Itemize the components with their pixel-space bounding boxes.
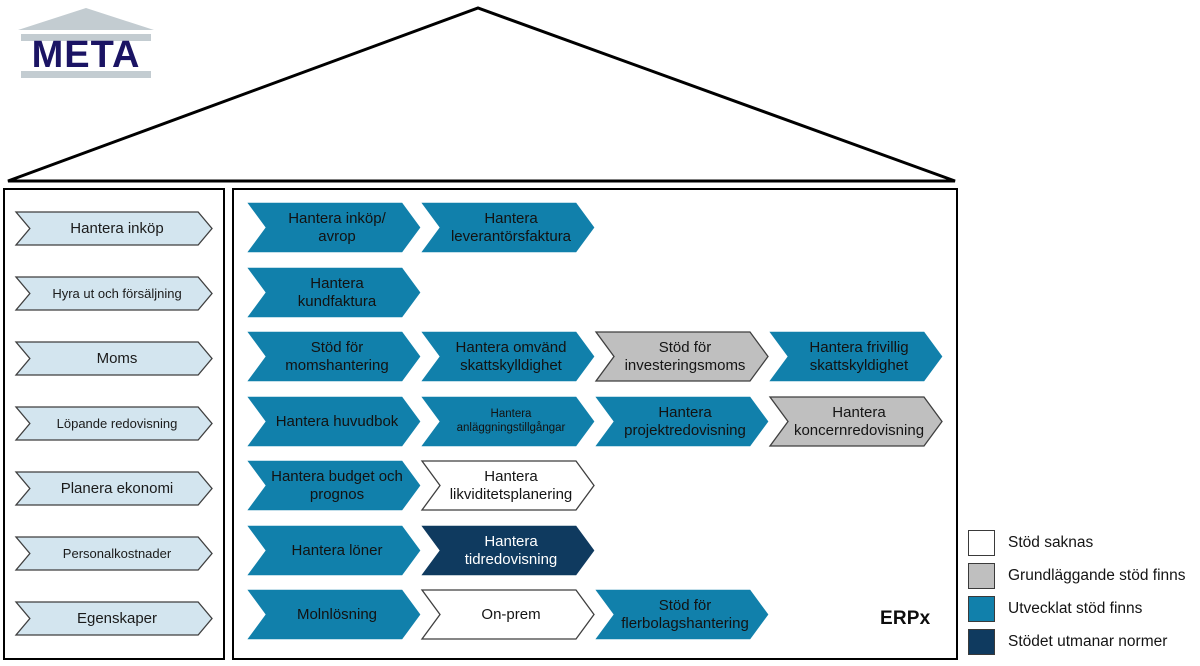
capability-chevron-r5c1[interactable]: Hantera tidredovisning <box>421 525 595 576</box>
sidebar-chevron-6[interactable]: Egenskaper <box>14 601 213 636</box>
chevron-shape <box>247 267 421 318</box>
legend-item: Stödet utmanar normer <box>968 627 1194 657</box>
legend-swatch-gray <box>968 563 995 589</box>
sidebar-chevron-2[interactable]: Moms <box>14 341 213 376</box>
sidebar-chevron-3[interactable]: Löpande redovisning <box>14 406 213 441</box>
capability-chevron-r4c0[interactable]: Hantera budget och prognos <box>247 460 421 511</box>
chevron-shape <box>594 331 769 382</box>
chevron-shape <box>14 341 213 376</box>
capability-chevron-r3c1[interactable]: Hantera anläggningstillgångar <box>421 396 595 447</box>
legend-label: Utvecklat stöd finns <box>1008 600 1143 617</box>
legend-label: Stöd saknas <box>1008 534 1094 551</box>
chevron-shape <box>247 202 421 253</box>
meta-logo-graphic: META <box>18 8 154 78</box>
chevron-shape <box>768 396 943 447</box>
chevron-shape <box>247 589 421 640</box>
capability-chevron-r1c0[interactable]: Hantera kundfaktura <box>247 267 421 318</box>
logo-pediment-icon <box>18 8 154 30</box>
meta-logo: META <box>8 6 168 78</box>
capability-chevron-r2c3[interactable]: Hantera frivillig skattskyldighet <box>769 331 943 382</box>
capability-chevron-r3c2[interactable]: Hantera projektredovisning <box>595 396 769 447</box>
legend: Stöd saknas Grundläggande stöd finns Utv… <box>968 528 1194 658</box>
sidebar-chevron-5[interactable]: Personalkostnader <box>14 536 213 571</box>
capability-chevron-r0c1[interactable]: Hantera leverantörsfaktura <box>421 202 595 253</box>
capability-chevron-r0c0[interactable]: Hantera inköp/ avrop <box>247 202 421 253</box>
chevron-shape <box>14 471 213 506</box>
chevron-shape <box>595 589 769 640</box>
capability-chevron-r6c0[interactable]: Molnlösning <box>247 589 421 640</box>
chevron-shape <box>421 525 595 576</box>
chevron-shape <box>247 525 421 576</box>
sidebar-chevron-4[interactable]: Planera ekonomi <box>14 471 213 506</box>
legend-label: Grundläggande stöd finns <box>1008 567 1186 584</box>
sidebar-chevron-0[interactable]: Hantera inköp <box>14 211 213 246</box>
capability-chevron-r2c2[interactable]: Stöd för investeringsmoms <box>594 331 769 382</box>
capability-chevron-r2c0[interactable]: Stöd för momshantering <box>247 331 421 382</box>
sidebar-chevron-1[interactable]: Hyra ut och försäljning <box>14 276 213 311</box>
chevron-shape <box>421 396 595 447</box>
chevron-shape <box>247 460 421 511</box>
chevron-shape <box>14 406 213 441</box>
legend-label: Stödet utmanar normer <box>1008 633 1168 650</box>
legend-swatch-teal <box>968 596 995 622</box>
logo-wordmark: META <box>32 34 141 76</box>
chevron-shape <box>769 331 943 382</box>
capability-chevron-r4c1[interactable]: Hantera likviditetsplanering <box>420 460 595 511</box>
chevron-shape <box>14 601 213 636</box>
chevron-shape <box>595 396 769 447</box>
capability-chevron-r6c2[interactable]: Stöd för flerbolagshantering <box>595 589 769 640</box>
chevron-shape <box>420 460 595 511</box>
legend-item: Stöd saknas <box>968 528 1194 558</box>
legend-item: Utvecklat stöd finns <box>968 594 1194 624</box>
chevron-shape <box>421 331 595 382</box>
chevron-shape <box>14 536 213 571</box>
chevron-shape <box>247 331 421 382</box>
chevron-shape <box>14 211 213 246</box>
capability-chevron-r6c1[interactable]: On-prem <box>420 589 595 640</box>
chevron-shape <box>247 396 421 447</box>
chevron-shape <box>420 589 595 640</box>
capability-chevron-r5c0[interactable]: Hantera löner <box>247 525 421 576</box>
erpx-label: ERPx <box>880 608 931 629</box>
legend-item: Grundläggande stöd finns <box>968 561 1194 591</box>
capability-chevron-r2c1[interactable]: Hantera omvänd skattskylldighet <box>421 331 595 382</box>
capability-chevron-r3c0[interactable]: Hantera huvudbok <box>247 396 421 447</box>
chevron-shape <box>14 276 213 311</box>
legend-swatch-navy <box>968 629 995 655</box>
capability-chevron-r3c3[interactable]: Hantera koncernredovisning <box>768 396 943 447</box>
chevron-shape <box>421 202 595 253</box>
legend-swatch-white <box>968 530 995 556</box>
